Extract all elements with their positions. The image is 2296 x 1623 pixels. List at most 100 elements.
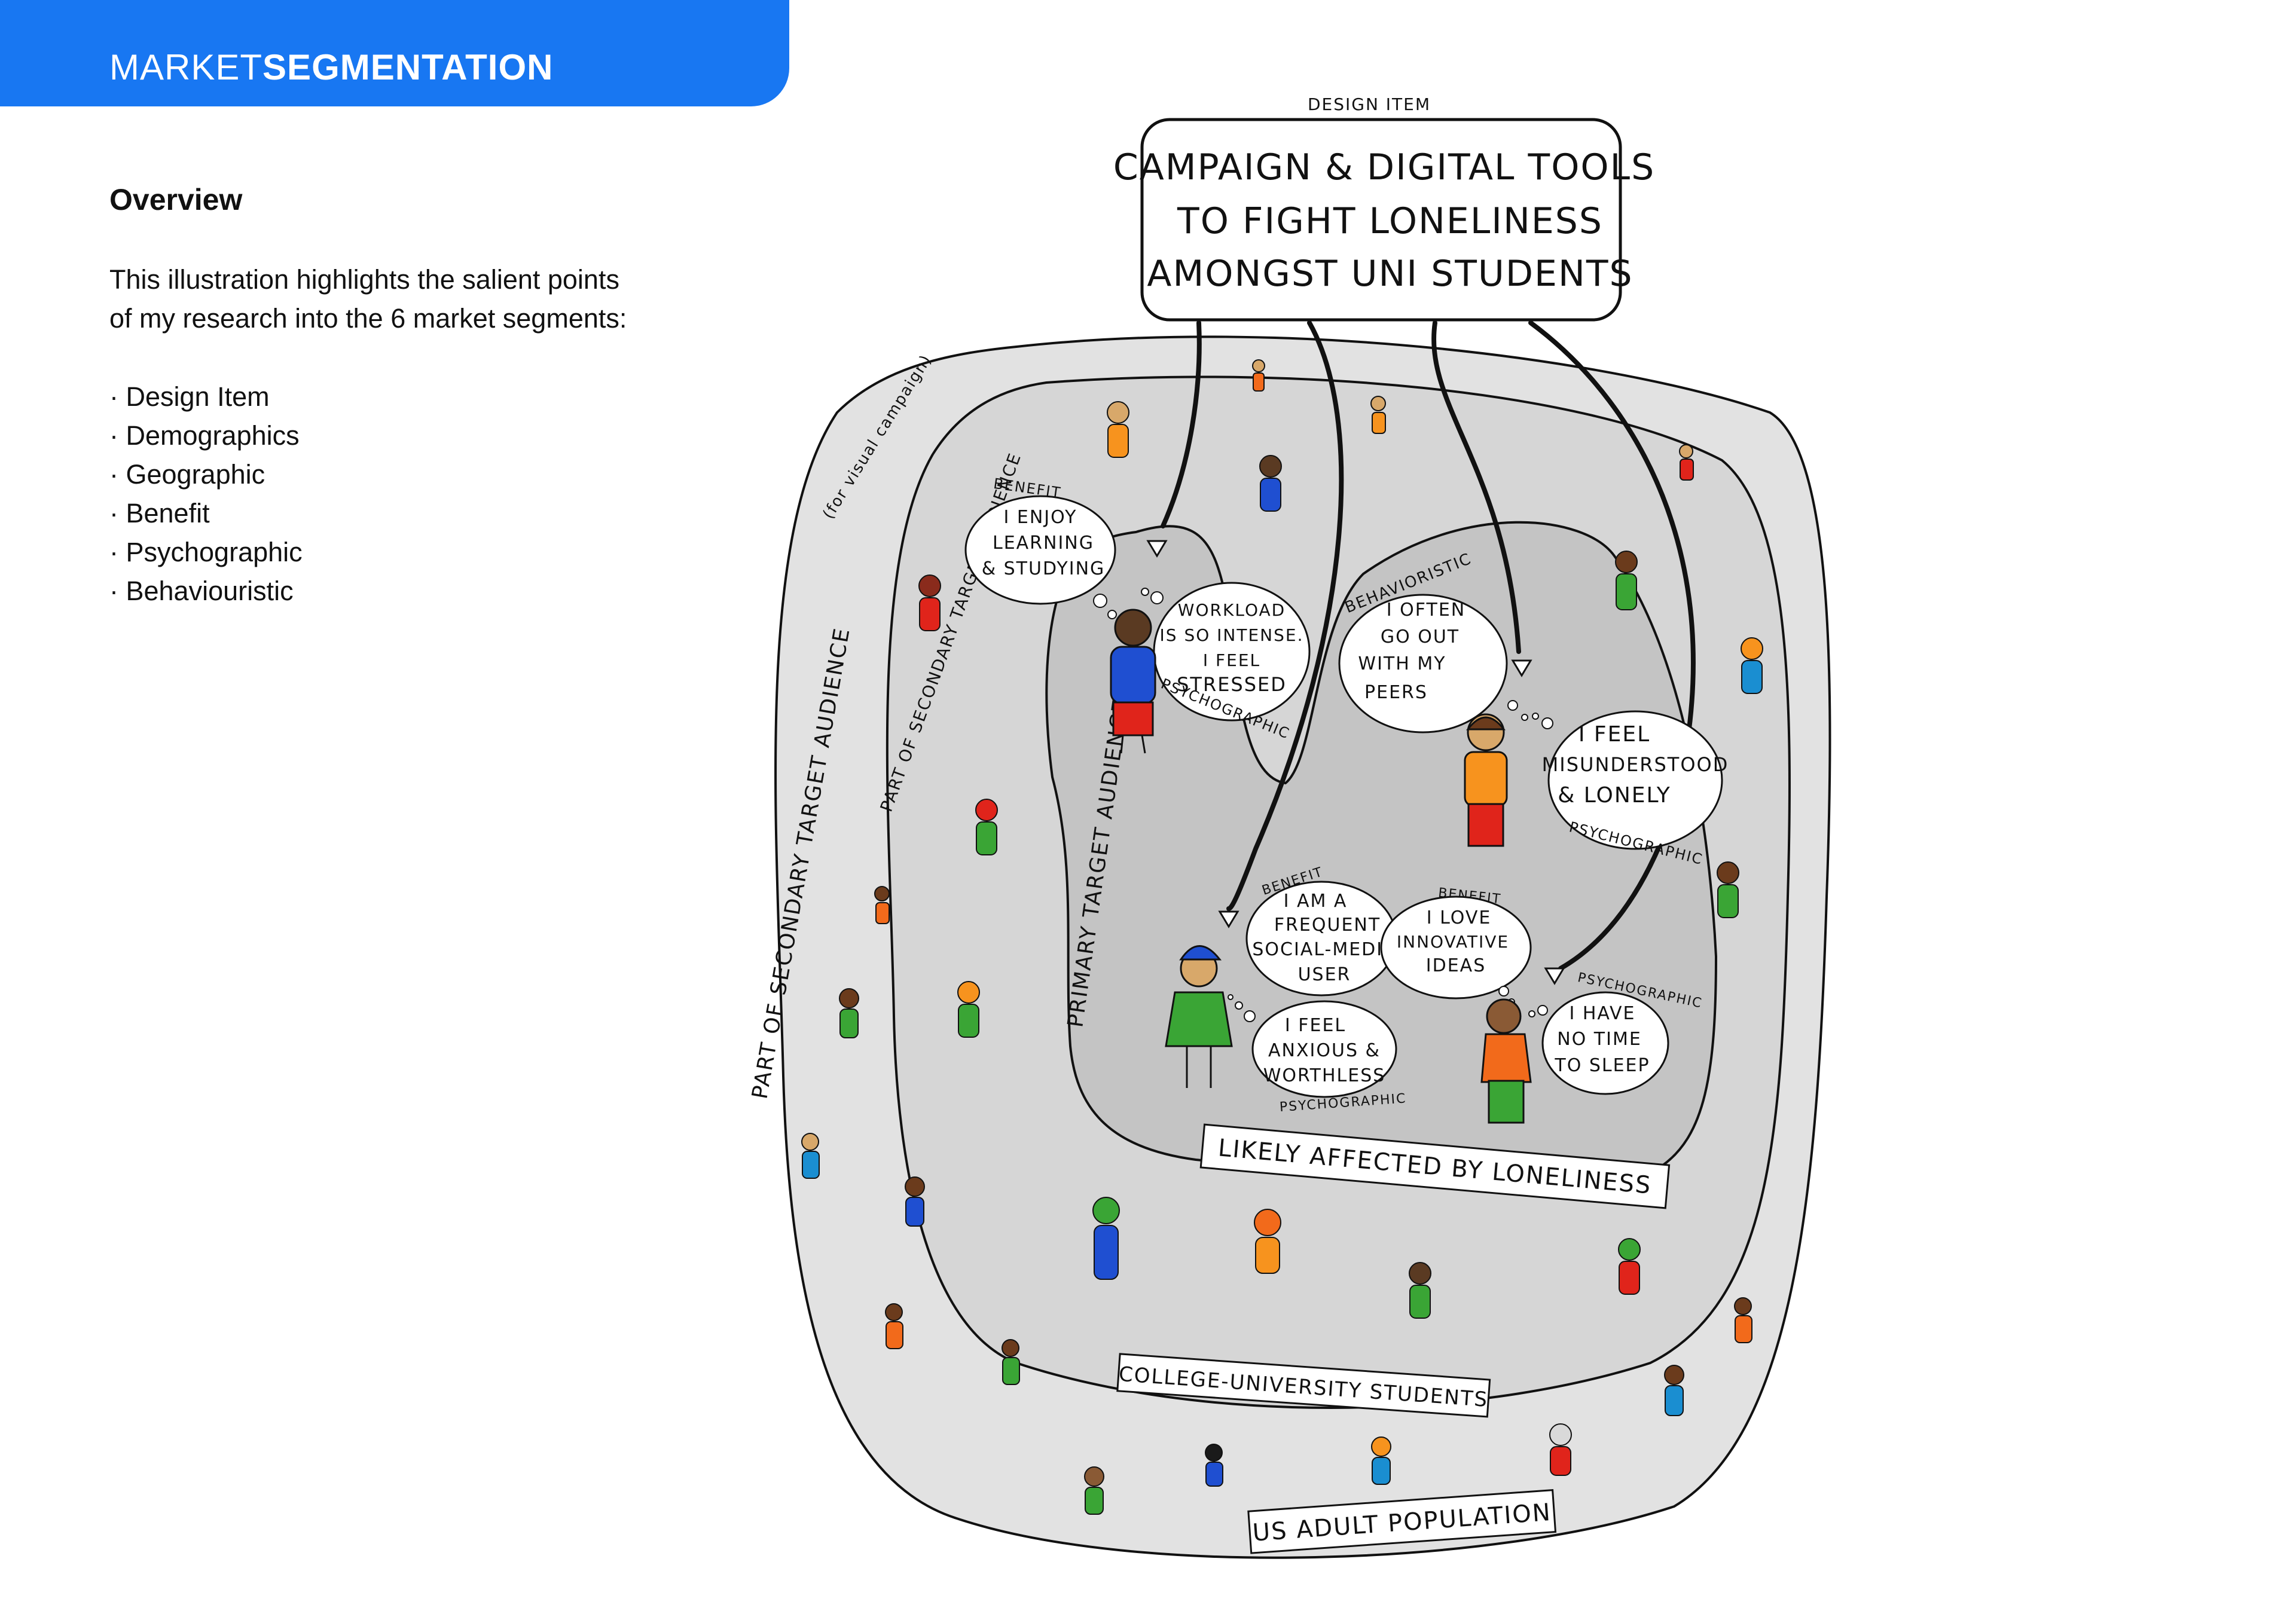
crowd-person	[1615, 551, 1638, 610]
crowd-person	[1370, 396, 1386, 434]
title-light: MARKET	[109, 47, 263, 87]
persona-tired-student	[1480, 998, 1532, 1124]
persona-legs	[1112, 701, 1154, 736]
arrowhead-3	[1511, 659, 1532, 677]
bubble-goout-dot-1	[1507, 700, 1518, 711]
bubble-misunderstood-line-3: & LONELY	[1558, 783, 1671, 808]
crowd-person	[1741, 637, 1763, 694]
bubble-notime-line-1: I HAVE	[1569, 1003, 1635, 1024]
segment-item-geographic: · Geographic	[109, 459, 265, 490]
segment-item-psychographic: · Psychographic	[109, 537, 303, 567]
bubble-workload-line-1: WORKLOAD	[1178, 600, 1286, 620]
crowd-person	[957, 981, 980, 1038]
bubble-enjoy-line-1: I ENJOY	[1004, 507, 1077, 528]
connector-lines	[1161, 320, 1696, 971]
bubble-frequent-line-4: USER	[1298, 964, 1351, 985]
bubble-enjoy-shape	[964, 495, 1116, 605]
bubble-frequent-line-1: I AM A	[1284, 891, 1348, 912]
crowd-person	[1107, 401, 1129, 458]
bubble-goout-shape	[1338, 594, 1508, 733]
bubble-goout-line-1: I OFTEN	[1387, 600, 1465, 621]
crowd-person	[1092, 1197, 1120, 1280]
overview-heading: Overview	[109, 183, 243, 216]
segment-item-benefit: · Benefit	[109, 498, 210, 528]
bubble-enjoy-dot-1	[1093, 594, 1107, 608]
persona-stressed-student	[1110, 609, 1156, 754]
title-bold: SEGMENTATION	[262, 47, 554, 87]
crowd-person	[1717, 861, 1739, 918]
header-bar	[0, 0, 789, 106]
connector-line-2	[1226, 320, 1344, 911]
bubble-misunderstood-shape	[1547, 710, 1723, 850]
bubble-misunderstood-dot-1	[1541, 717, 1553, 729]
bubble-innovative-dot-1	[1498, 986, 1509, 997]
segment-item-design: · Design Item	[109, 381, 270, 412]
design-item-label: DESIGN ITEM	[1308, 94, 1431, 114]
bubble-innovative-line-1: I LOVE	[1427, 907, 1492, 928]
bubble-anxious-dot-3	[1228, 994, 1234, 1000]
bubble-enjoy-learning: BENEFIT I ENJOY LEARNING & STUDYING	[964, 475, 1117, 619]
bubble-anxious-line-1: I FEEL	[1285, 1015, 1346, 1036]
bubble-workload-dot-1	[1150, 591, 1164, 604]
bubble-innovative-shape	[1380, 895, 1532, 1000]
crowd-person	[885, 1303, 903, 1349]
bubble-anxious-shape	[1251, 1000, 1397, 1098]
crowd-person	[905, 1176, 925, 1227]
bubble-anxious-dot-1	[1244, 1010, 1256, 1022]
bubble-notime-dot-2	[1528, 1010, 1535, 1017]
crowd-figures	[801, 359, 1763, 1515]
persona-hat	[1179, 945, 1222, 961]
bubble-misunderstood: I FEEL MISUNDERSTOOD & LONELY PSYCHOGRAP…	[1532, 710, 1727, 868]
bubble-goout-line-4: PEERS	[1364, 682, 1428, 703]
connector-line-3	[1431, 320, 1521, 654]
ring-label-college-box	[1116, 1353, 1491, 1418]
bubble-enjoy-dot-2	[1107, 610, 1117, 619]
persona-legs	[1488, 1080, 1525, 1124]
bubble-enjoy-line-2: LEARNING	[993, 533, 1094, 554]
segment-item-behaviouristic: · Behaviouristic	[109, 576, 294, 606]
bubble-anxious-line-2: ANXIOUS &	[1268, 1040, 1381, 1061]
bubble-innovative-line-2: INNOVATIVE	[1397, 932, 1509, 952]
connector-line-1	[1161, 320, 1202, 528]
bubble-misunderstood-dot-2	[1532, 713, 1539, 720]
ring-label-us-adult-box	[1247, 1489, 1557, 1554]
persona-leg-left	[1120, 735, 1124, 754]
design-item-line-2: TO FIGHT LONELINESS	[1177, 200, 1603, 242]
bubble-innovative-line-3: IDEAS	[1426, 955, 1486, 976]
bubble-workload-line-2: IS SO INTENSE.	[1160, 625, 1304, 645]
crowd-person	[801, 1133, 820, 1179]
bubble-workload-line-3: I FEEL	[1203, 650, 1260, 670]
persona-hair	[1465, 716, 1506, 730]
bubble-frequent-line-3: SOCIAL-MEDIA	[1252, 939, 1396, 960]
design-item-box	[1140, 118, 1622, 322]
bubble-workload: WORKLOAD IS SO INTENSE. I FEEL STRESSED …	[1141, 582, 1311, 742]
bubble-frequent-line-2: FREQUENT	[1274, 915, 1381, 936]
crowd-person	[1252, 359, 1265, 392]
persona-torso	[1480, 1033, 1532, 1083]
ring-label-likely-box	[1199, 1123, 1671, 1209]
crowd-person	[1679, 444, 1694, 481]
segment-item-demographics: · Demographics	[109, 420, 300, 451]
crowd-person	[1205, 1444, 1223, 1487]
persona-torso	[1165, 991, 1233, 1047]
crowd-person	[1084, 1466, 1104, 1515]
design-item-line-3: AMONGST UNI STUDENTS	[1147, 253, 1633, 295]
overview-section: Overview This illustration highlights th…	[109, 182, 636, 610]
bubble-goout-line-2: GO OUT	[1381, 626, 1460, 647]
crowd-person	[1664, 1365, 1684, 1416]
crowd-person	[1618, 1238, 1641, 1295]
segment-list: · Design Item · Demographics · Geographi…	[109, 377, 636, 610]
crowd-person	[1371, 1436, 1391, 1485]
bubble-notime-dot-1	[1537, 1005, 1548, 1016]
bubble-workload-line-4: STRESSED	[1177, 673, 1287, 696]
persona-outgoing-student	[1464, 713, 1508, 847]
overview-body: This illustration highlights the salient…	[109, 264, 627, 334]
bubble-anxious-line-3: WORTHLESS	[1263, 1065, 1386, 1086]
bubble-notime-line-2: NO TIME	[1557, 1029, 1642, 1050]
page-title: MARKETSEGMENTATION	[109, 47, 553, 88]
connector-arrowheads	[1146, 540, 1565, 985]
crowd-person	[918, 574, 941, 631]
persona-head	[1486, 998, 1522, 1034]
persona-torso	[1110, 646, 1156, 705]
